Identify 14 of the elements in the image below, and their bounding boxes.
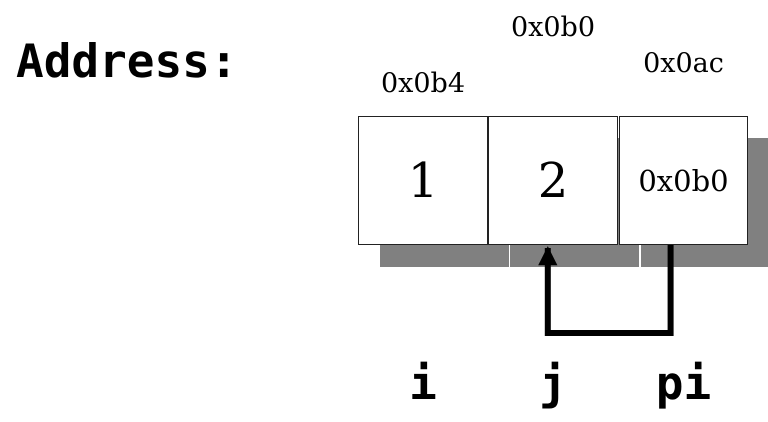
address-label: 0x0b0 [510, 12, 596, 43]
memory-cell [488, 116, 618, 245]
variable-name: j [539, 358, 567, 409]
address-label: 0x0ac [643, 48, 724, 79]
cell-value: 2 [538, 152, 568, 208]
memory-cell [619, 116, 748, 245]
variable-name: i [409, 358, 437, 409]
variable-name: pi [656, 358, 712, 409]
cell-value: 1 [408, 152, 438, 208]
memory-cell [358, 116, 488, 245]
pointer-arrow [538, 245, 674, 336]
heading-label: Address: [16, 34, 238, 88]
address-label: 0x0b4 [380, 68, 466, 99]
cell-value: 0x0b0 [638, 164, 729, 198]
